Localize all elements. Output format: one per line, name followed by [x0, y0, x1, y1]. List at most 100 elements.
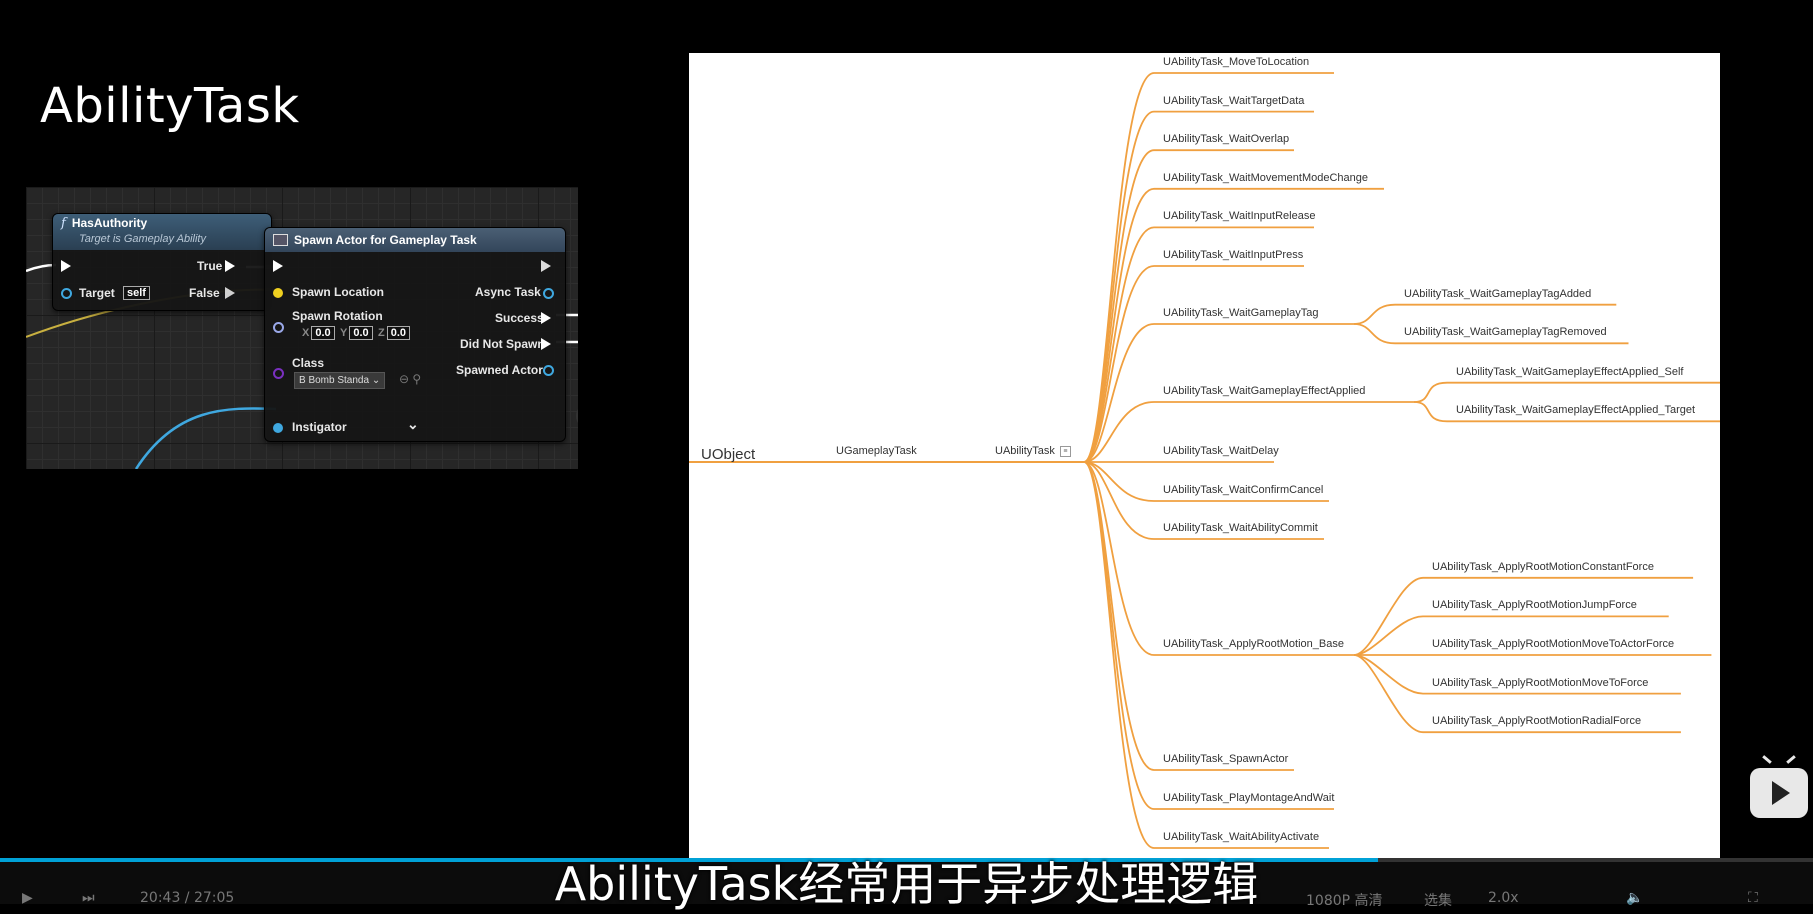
mindmap-connectors [689, 72, 1720, 849]
spawn-location-pin-icon[interactable] [273, 288, 283, 298]
child-node-label: UAbilityTask_WaitOverlap [1163, 133, 1290, 146]
spawn-actor-header: Spawn Actor for Gameplay Task [265, 228, 565, 252]
function-icon: f [61, 216, 66, 231]
child-node-label: UAbilityTask_WaitAbilityCommit [1163, 522, 1318, 534]
child-connector [1083, 323, 1354, 463]
child-connector [1083, 187, 1384, 463]
grandchild-node-label: UAbilityTask_WaitGameplayTagAdded [1404, 287, 1592, 300]
child-node-label: UAbilityTask_WaitGameplayEffectApplied [1163, 385, 1366, 397]
grandchild-node-label: UAbilityTask_ApplyRootMotionConstantForc… [1432, 560, 1654, 573]
grandchild-node-label: UAbilityTask_ApplyRootMotionMoveToActorF… [1432, 638, 1675, 650]
grandchild-node-label: UAbilityTask_WaitGameplayEffectApplied_S… [1456, 365, 1684, 378]
play-icon[interactable]: ▶ [22, 890, 33, 906]
has-authority-node[interactable]: f HasAuthority Target is Gameplay Ability… [52, 213, 272, 311]
exec-out-pin-icon[interactable] [541, 260, 551, 272]
expand-chevron-icon[interactable]: ⌄ [407, 416, 419, 432]
target-pin-label: Target [79, 286, 115, 300]
volume-icon[interactable]: 🔈 [1626, 890, 1644, 906]
z-axis-label: Z [377, 327, 385, 339]
grandchild-node-label: UAbilityTask_ApplyRootMotionMoveToForce [1432, 676, 1649, 689]
grandchild-node-label: UAbilityTask_WaitGameplayTagRemoved [1404, 326, 1607, 339]
instigator-label: Instigator [292, 420, 347, 434]
child-node-label: UAbilityTask_PlayMontageAndWait [1163, 792, 1335, 804]
class-browse-icon[interactable]: ⊖ ⚲ [399, 372, 422, 386]
success-label: Success [495, 311, 544, 325]
slide-title: AbilityTask [40, 78, 300, 134]
progress-fill [0, 858, 1378, 862]
video-subtitle: AbilityTask经常用于异步处理逻辑 [554, 857, 1259, 911]
class-pin-icon[interactable] [273, 368, 284, 379]
task-icon [273, 234, 288, 246]
spawn-rotation-pin-icon[interactable] [273, 322, 284, 333]
spawned-actor-label: Spawned Actor [456, 363, 543, 377]
grandchild-connector [1353, 576, 1694, 656]
child-node-label: UAbilityTask_WaitAbilityActivate [1163, 831, 1320, 843]
gameplaytask-node-label: UGameplayTask [836, 445, 917, 457]
instigator-pin-icon[interactable] [273, 423, 283, 433]
child-node-label: UAbilityTask_MoveToLocation [1163, 56, 1310, 68]
grandchild-connector [1353, 654, 1681, 695]
x-axis-label: X [302, 327, 310, 339]
next-icon[interactable]: ⏭ [82, 890, 95, 906]
mindmap: UObject UGameplayTask UAbilityTask≡ UAbilit… [689, 53, 1720, 860]
child-connector [1083, 226, 1314, 463]
abilitytask-node-label: UAbilityTask≡ [995, 445, 1071, 457]
child-node-label: UAbilityTask_SpawnActor [1163, 753, 1289, 765]
success-exec-pin-icon[interactable] [541, 312, 551, 324]
blueprint-graph[interactable]: f HasAuthority Target is Gameplay Ability… [26, 187, 578, 469]
child-connector [1083, 265, 1304, 463]
exec-in-pin-icon[interactable] [61, 260, 71, 272]
grandchild-node-label: UAbilityTask_ApplyRootMotionJumpForce [1432, 599, 1637, 612]
rotation-z-field[interactable]: 0.0 [386, 326, 410, 340]
grandchild-connector [1353, 323, 1629, 345]
rotation-y-field[interactable]: 0.0 [349, 326, 373, 340]
child-node-label: UAbilityTask_WaitInputPress [1163, 249, 1304, 261]
rotation-x-field[interactable]: 0.0 [311, 326, 335, 340]
progress-bar[interactable] [0, 858, 1813, 862]
grandchild-node-label: UAbilityTask_ApplyRootMotionRadialForce [1432, 715, 1642, 728]
target-pin-icon[interactable] [61, 288, 72, 299]
has-authority-header: f HasAuthority Target is Gameplay Ability [53, 214, 271, 250]
child-node-label: UAbilityTask_ApplyRootMotion_Base [1163, 638, 1344, 650]
spawned-actor-pin-icon[interactable] [543, 365, 554, 376]
has-authority-title: HasAuthority [71, 216, 148, 230]
spawn-actor-title: Spawn Actor for Gameplay Task [294, 233, 477, 247]
child-connector [1083, 461, 1329, 502]
false-exec-pin-icon[interactable] [225, 287, 235, 299]
did-not-spawn-label: Did Not Spawn [460, 337, 545, 351]
false-pin-label: False [189, 286, 220, 300]
spawn-rotation-label: Spawn Rotation [292, 309, 383, 323]
grandchild-node-label: UAbilityTask_WaitGameplayEffectApplied_T… [1456, 404, 1696, 417]
note-icon: ≡ [1059, 445, 1071, 457]
spawn-location-label: Spawn Location [292, 285, 385, 299]
tv-logo-play-icon [1772, 781, 1790, 805]
target-self-field[interactable]: self [123, 286, 150, 300]
grandchild-connector [1353, 303, 1617, 325]
true-exec-pin-icon[interactable] [225, 260, 235, 272]
player-bar[interactable] [0, 858, 1813, 904]
class-select[interactable]: B Bomb Standa ⌄ [294, 372, 386, 389]
child-connector [1083, 461, 1354, 656]
fullscreen-icon[interactable]: ⛶ [1748, 890, 1758, 906]
child-node-label: UAbilityTask_WaitDelay [1163, 445, 1279, 457]
true-pin-label: True [197, 259, 223, 273]
child-connector [1083, 461, 1294, 771]
class-label: Class [292, 356, 325, 370]
child-connector [1083, 461, 1324, 540]
exec-in-pin-icon[interactable] [273, 260, 283, 272]
has-authority-subtitle: Target is Gameplay Ability [79, 233, 206, 245]
child-node-label: UAbilityTask_WaitTargetData [1163, 94, 1305, 107]
root-node-label: UObject [701, 446, 756, 463]
child-node-label: UAbilityTask_WaitInputRelease [1163, 210, 1316, 223]
time-display: 20:43 / 27:05 [140, 890, 235, 906]
async-task-pin-icon[interactable] [543, 288, 554, 299]
spawn-actor-node[interactable]: Spawn Actor for Gameplay Task Spawn Loca… [264, 227, 566, 442]
y-axis-label: Y [339, 327, 348, 339]
grandchild-connector [1413, 401, 1720, 423]
speed-button[interactable]: 2.0x [1488, 890, 1519, 906]
grandchild-connector [1353, 654, 1681, 734]
did-not-spawn-exec-pin-icon[interactable] [541, 338, 551, 350]
grandchild-connector [1413, 381, 1720, 403]
child-connector [1083, 461, 1329, 849]
child-node-label: UAbilityTask_WaitGameplayTag [1163, 307, 1319, 319]
